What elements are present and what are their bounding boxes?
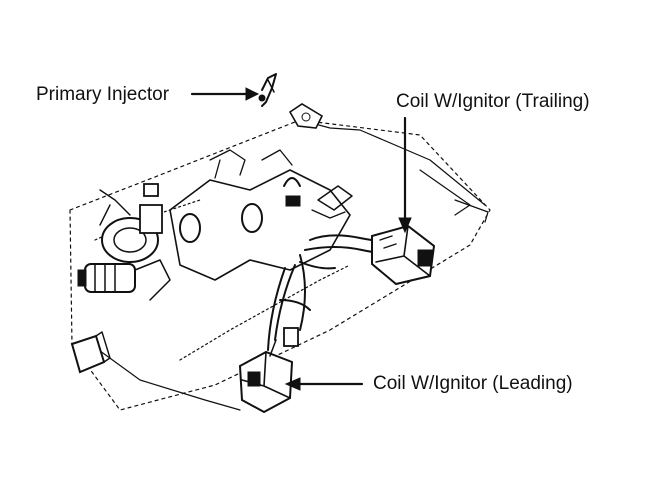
relay-box (70, 331, 111, 374)
sensor-part (283, 177, 353, 219)
coil-trailing-label: Coil W/Ignitor (Trailing) (396, 91, 590, 112)
leader-coil-trailing (398, 116, 412, 234)
primary-injector-part (258, 73, 277, 107)
distributor-assembly (99, 183, 163, 263)
leader-coil-leading (284, 377, 364, 391)
starter-motor (77, 259, 171, 301)
primary-injector-label: Primary Injector (36, 84, 170, 105)
intake-manifold (169, 149, 351, 281)
leader-primary-injector (190, 87, 260, 101)
coil-trailing-part (371, 224, 436, 286)
gasket-part (288, 103, 324, 129)
coil-leading-part (238, 327, 299, 414)
coil-leading-label: Coil W/Ignitor (Leading) (373, 373, 573, 394)
